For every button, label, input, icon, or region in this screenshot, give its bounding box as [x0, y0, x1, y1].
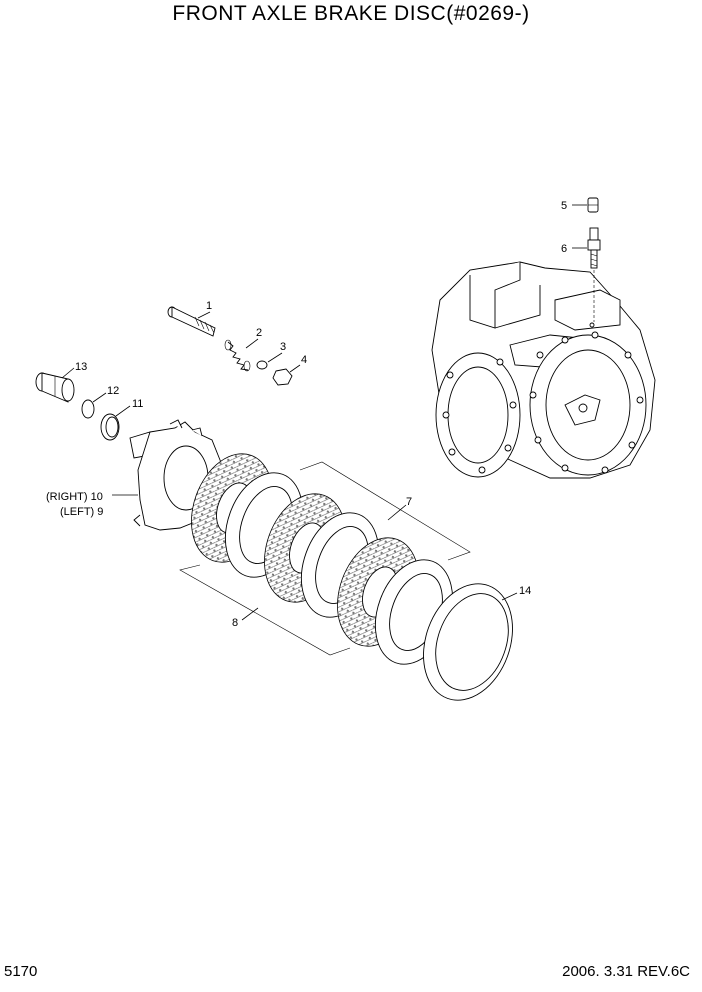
part-10-9-piston-plate — [129, 419, 223, 531]
callout-12: 12 — [107, 385, 119, 397]
page-number: 5170 — [4, 963, 38, 980]
callout-6: 6 — [561, 243, 567, 255]
callout-10-right: (RIGHT) 10 — [46, 491, 103, 503]
callout-7: 7 — [406, 496, 412, 508]
part-14-ring — [423, 583, 513, 701]
callout-14: 14 — [519, 585, 531, 597]
revision-date: 2006. 3.31 REV.6C — [562, 963, 690, 980]
callout-3: 3 — [280, 341, 286, 353]
part-2-spring — [224, 339, 251, 372]
axle-housing — [431, 261, 656, 479]
callout-2: 2 — [256, 327, 262, 339]
callout-4: 4 — [301, 354, 307, 366]
part-6-bleeder-screw — [587, 227, 601, 269]
callout-11: 11 — [132, 398, 143, 410]
part-4-nut — [272, 368, 293, 386]
callout-1: 1 — [206, 300, 212, 312]
part-5-cap — [587, 197, 599, 213]
bracket-8 — [179, 564, 351, 656]
bracket-7 — [299, 461, 471, 561]
part-11-seal-ring — [100, 413, 120, 441]
callout-9-left: (LEFT) 9 — [60, 506, 103, 518]
page-title: FRONT AXLE BRAKE DISC(#0269-) — [172, 2, 530, 25]
part-1-bolt — [167, 306, 216, 337]
callout-13: 13 — [75, 361, 87, 373]
part-13-bushing — [35, 372, 75, 403]
part-3-o-ring — [256, 360, 268, 370]
callout-5: 5 — [561, 200, 567, 212]
part-12-o-ring — [81, 399, 95, 419]
callout-8: 8 — [232, 617, 238, 629]
